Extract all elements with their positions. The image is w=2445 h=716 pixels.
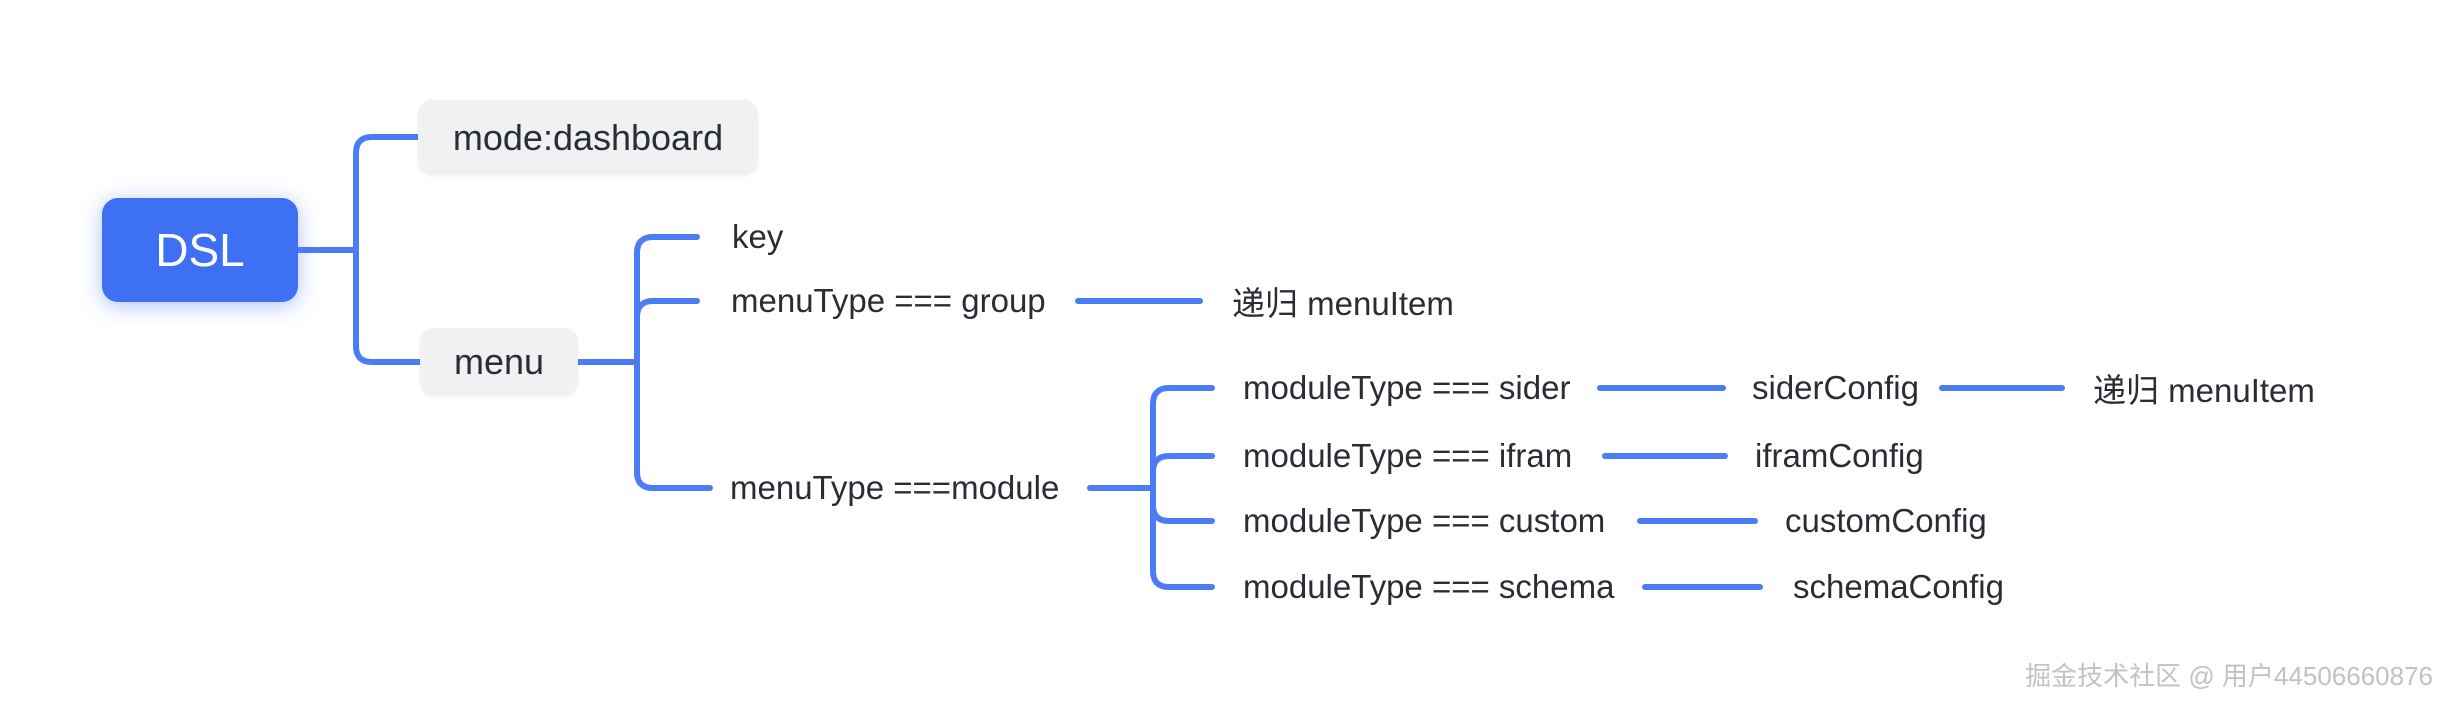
node-moduletype-custom[interactable]: moduleType === custom — [1243, 502, 1606, 539]
node-ifram-config[interactable]: iframConfig — [1755, 437, 1924, 474]
node-moduletype-sider[interactable]: moduleType === sider — [1243, 369, 1571, 406]
node-schema-config[interactable]: schemaConfig — [1793, 568, 2004, 605]
node-sider-recursion-menuitem[interactable]: 递归 menuItem — [2093, 372, 2315, 409]
node-moduletype-ifram[interactable]: moduleType === ifram — [1243, 437, 1573, 474]
edge-branch-sider — [1150, 385, 1215, 407]
edge-branch-group — [634, 298, 700, 320]
edge-branch-custom — [1150, 502, 1215, 524]
node-custom-config[interactable]: customConfig — [1785, 502, 1987, 539]
edge-trunk2-key-module — [634, 234, 713, 491]
node-sider-config[interactable]: siderConfig — [1752, 369, 1919, 406]
node-mode-dashboard[interactable]: mode:dashboard — [418, 100, 758, 175]
node-key[interactable]: key — [732, 218, 784, 255]
node-group-recursion-menuitem[interactable]: 递归 menuItem — [1232, 285, 1454, 322]
node-moduletype-schema[interactable]: moduleType === schema — [1243, 568, 1615, 605]
edge-branch-schema — [1150, 568, 1215, 590]
edge-branch-ifram — [1150, 453, 1215, 475]
edge-trunk1-mode-menu — [353, 134, 423, 365]
node-menutype-group[interactable]: menuType === group — [731, 282, 1046, 319]
watermark: 掘金技术社区 @ 用户44506660876 — [2025, 661, 2433, 691]
node-menutype-module[interactable]: menuType ===module — [730, 469, 1060, 506]
node-menu[interactable]: menu — [420, 328, 578, 396]
node-root-dsl[interactable]: DSL — [102, 198, 298, 302]
